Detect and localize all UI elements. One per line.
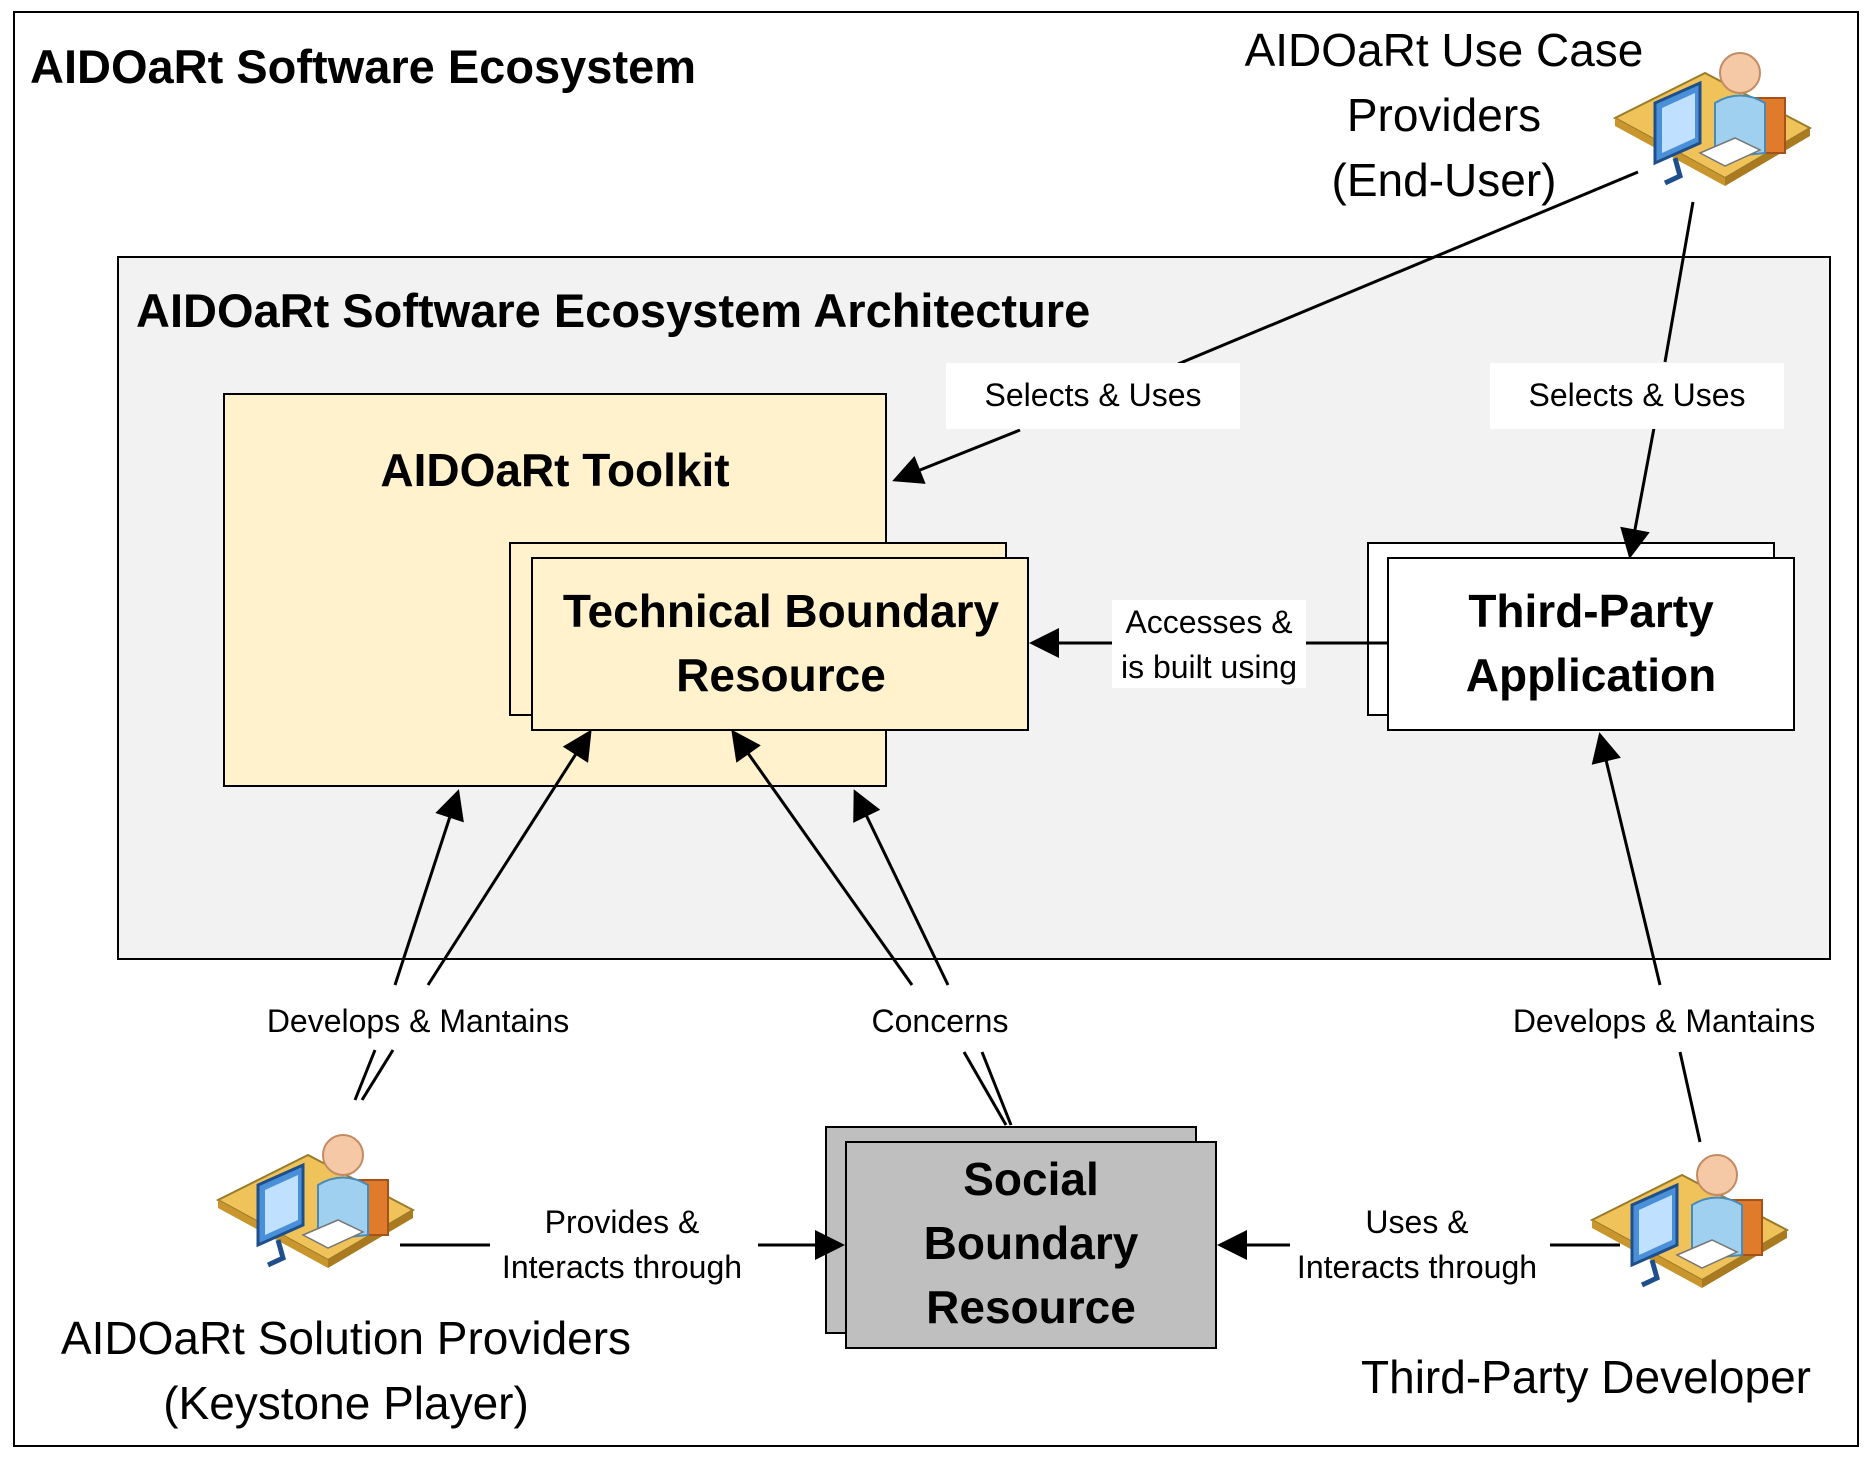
social-boundary-line2: Boundary — [924, 1217, 1139, 1269]
edge-concerns-toolkit-b — [980, 1051, 1013, 1126]
use-case-providers-line2: Providers — [1347, 89, 1541, 141]
label-accesses-line2: is built using — [1121, 649, 1297, 685]
toolkit-title: AIDOaRt Toolkit — [380, 444, 729, 496]
edge-developer-to-app-a — [1591, 732, 1662, 986]
social-boundary-box — [845, 1141, 1217, 1349]
technical-boundary-line2: Resource — [676, 649, 886, 701]
social-boundary-line1: Social — [963, 1153, 1099, 1205]
label-bg-selects-left — [946, 363, 1240, 429]
edge-concerns-technical-a — [731, 729, 914, 986]
label-develops-right: Develops & Mantains — [1513, 1003, 1815, 1039]
label-selects-uses-left: Selects & Uses — [985, 377, 1202, 413]
label-develops-left: Develops & Mantains — [267, 1003, 569, 1039]
technical-boundary-box — [531, 557, 1029, 731]
architecture-title: AIDOaRt Software Ecosystem Architecture — [136, 284, 1090, 337]
social-boundary-line3: Resource — [926, 1281, 1136, 1333]
use-case-providers-line3: (End-User) — [1332, 154, 1557, 206]
edge-concerns-technical-b — [962, 1051, 1008, 1126]
edge-usecase-to-toolkit-a — [1177, 170, 1639, 366]
edge-developer-to-app-b — [1678, 1051, 1702, 1143]
use-case-providers-line1: AIDOaRt Use Case — [1245, 24, 1644, 76]
label-uses-line2: Interacts through — [1297, 1249, 1537, 1285]
label-selects-uses-right: Selects & Uses — [1529, 377, 1746, 413]
edge-solution-to-technical-a — [426, 729, 592, 986]
label-uses-line1: Uses & — [1365, 1204, 1468, 1240]
label-concerns: Concerns — [872, 1003, 1009, 1039]
label-provides-line2: Interacts through — [502, 1249, 742, 1285]
third-party-app-line1: Third-Party — [1468, 585, 1714, 637]
label-accesses-line1: Accesses & — [1125, 604, 1292, 640]
label-provides-line1: Provides & — [545, 1204, 700, 1240]
third-party-developer-label: Third-Party Developer — [1361, 1351, 1811, 1403]
edge-concerns-toolkit-a — [853, 789, 950, 986]
edge-solution-to-technical-b — [360, 1049, 395, 1101]
third-party-app-box — [1387, 557, 1795, 731]
solution-providers-line2: (Keystone Player) — [163, 1377, 529, 1429]
edge-solution-to-toolkit-b — [353, 1049, 377, 1101]
edge-usecase-to-toolkit-b — [892, 428, 1021, 484]
edge-usecase-to-app-b — [1620, 427, 1656, 559]
label-bg-selects-right — [1490, 363, 1784, 429]
edge-usecase-to-app-a — [1663, 201, 1695, 363]
technical-boundary-line1: Technical Boundary — [563, 585, 1000, 637]
third-party-app-line2: Application — [1466, 649, 1716, 701]
edge-solution-to-toolkit-a — [393, 789, 464, 986]
ecosystem-title: AIDOaRt Software Ecosystem — [30, 40, 696, 93]
solution-providers-line1: AIDOaRt Solution Providers — [61, 1312, 631, 1364]
label-bg-accesses — [1112, 600, 1306, 688]
